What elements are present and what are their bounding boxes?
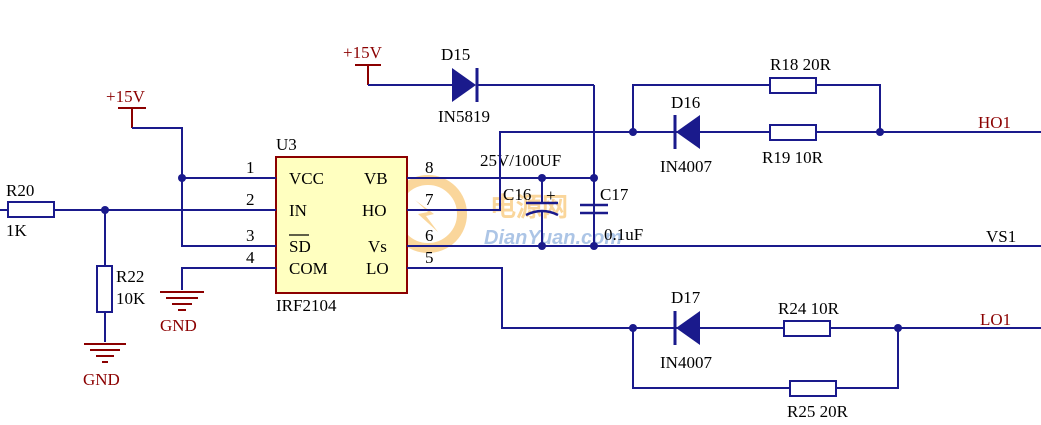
d15-ref: D15 bbox=[441, 45, 470, 64]
pin2-name: IN bbox=[289, 201, 307, 220]
pin4-num: 4 bbox=[246, 248, 255, 267]
wire-lo bbox=[440, 267, 1041, 329]
wire-com bbox=[181, 267, 268, 290]
pin1-name: VCC bbox=[289, 169, 324, 188]
ic-ref: U3 bbox=[276, 135, 297, 154]
vcc1-label: +15V bbox=[343, 43, 383, 62]
r20-ref: R20 bbox=[6, 181, 34, 200]
d15-value: IN5819 bbox=[438, 107, 490, 126]
d16-diode: D16 IN4007 bbox=[660, 93, 720, 176]
r19-resistor: R19 10R bbox=[762, 124, 824, 167]
c16-value: 25V/100UF bbox=[480, 151, 561, 170]
pin4-name: COM bbox=[289, 259, 328, 278]
d16-value: IN4007 bbox=[660, 157, 712, 176]
d17-ref: D17 bbox=[671, 288, 701, 307]
pin5-num: 5 bbox=[425, 248, 434, 267]
watermark-en: DianYuan.com bbox=[484, 227, 622, 249]
r24-resistor: R24 10R bbox=[778, 299, 840, 337]
junction-vcc bbox=[178, 174, 186, 182]
r25-resistor: R25 20R bbox=[787, 380, 849, 421]
pin1-num: 1 bbox=[246, 158, 255, 177]
c16-ref: C16 bbox=[503, 185, 531, 204]
d15-diode: D15 IN5819 bbox=[368, 45, 594, 126]
r22-resistor: R22 10K bbox=[96, 210, 146, 342]
ic-part: IRF2104 bbox=[276, 296, 337, 315]
watermark-cn: 电源网 bbox=[490, 192, 568, 222]
watermark: 电源网 DianYuan.com bbox=[389, 175, 622, 253]
r24-label: R24 10R bbox=[778, 299, 840, 318]
d17-diode: D17 IN4007 bbox=[660, 288, 720, 372]
r18-label: R18 20R bbox=[770, 55, 832, 74]
pin8-num: 8 bbox=[425, 158, 434, 177]
d15-icon bbox=[452, 68, 476, 102]
pin7-name: HO bbox=[362, 201, 387, 220]
r18-resistor: R18 20R bbox=[769, 55, 832, 94]
d16-icon bbox=[676, 115, 700, 149]
gnd2-label: GND bbox=[83, 370, 120, 389]
wire-r25-right bbox=[836, 328, 899, 389]
c17-value: 0.1uF bbox=[604, 225, 643, 244]
c17-capacitor: C17 0.1uF bbox=[580, 178, 643, 246]
vcc1-symbol: +15V bbox=[343, 43, 383, 85]
ic-u3: U3 IRF2104 1 2 3 4 VCC IN SD COM 8 7 6 5… bbox=[246, 135, 440, 315]
pin6-num: 6 bbox=[425, 226, 434, 245]
d16-ref: D16 bbox=[671, 93, 700, 112]
wire-r18-left bbox=[632, 84, 770, 132]
pin3-num: 3 bbox=[246, 226, 255, 245]
pin7-num: 7 bbox=[425, 190, 434, 209]
c17-ref: C17 bbox=[600, 185, 629, 204]
ic-body bbox=[275, 156, 408, 294]
vcc2-symbol: +15V bbox=[106, 87, 146, 128]
d17-icon bbox=[676, 311, 700, 345]
gnd1-symbol: GND bbox=[160, 291, 204, 335]
r20-value: 1K bbox=[6, 221, 28, 240]
r22-ref: R22 bbox=[116, 267, 144, 286]
net-ho1: HO1 bbox=[978, 113, 1011, 132]
d17-value: IN4007 bbox=[660, 353, 712, 372]
wire-vcc-sd bbox=[132, 127, 268, 247]
r25-label: R25 20R bbox=[787, 402, 849, 421]
r20-resistor: R20 1K bbox=[0, 181, 268, 240]
wire-r25-left bbox=[632, 328, 790, 389]
gnd1-label: GND bbox=[160, 316, 197, 335]
pin5-name: LO bbox=[366, 259, 389, 278]
c16-plus: + bbox=[546, 186, 556, 205]
r19-label: R19 10R bbox=[762, 148, 824, 167]
pin3-name: SD bbox=[289, 237, 311, 256]
pin2-num: 2 bbox=[246, 190, 255, 209]
pin8-name: VB bbox=[364, 169, 388, 188]
wire-r18-right bbox=[816, 84, 881, 132]
r22-value: 10K bbox=[116, 289, 146, 308]
pin6-name: Vs bbox=[368, 237, 387, 256]
vcc2-label: +15V bbox=[106, 87, 146, 106]
net-lo1: LO1 bbox=[980, 310, 1011, 329]
net-vs1: VS1 bbox=[986, 227, 1016, 246]
gnd2-symbol: GND bbox=[83, 343, 126, 389]
